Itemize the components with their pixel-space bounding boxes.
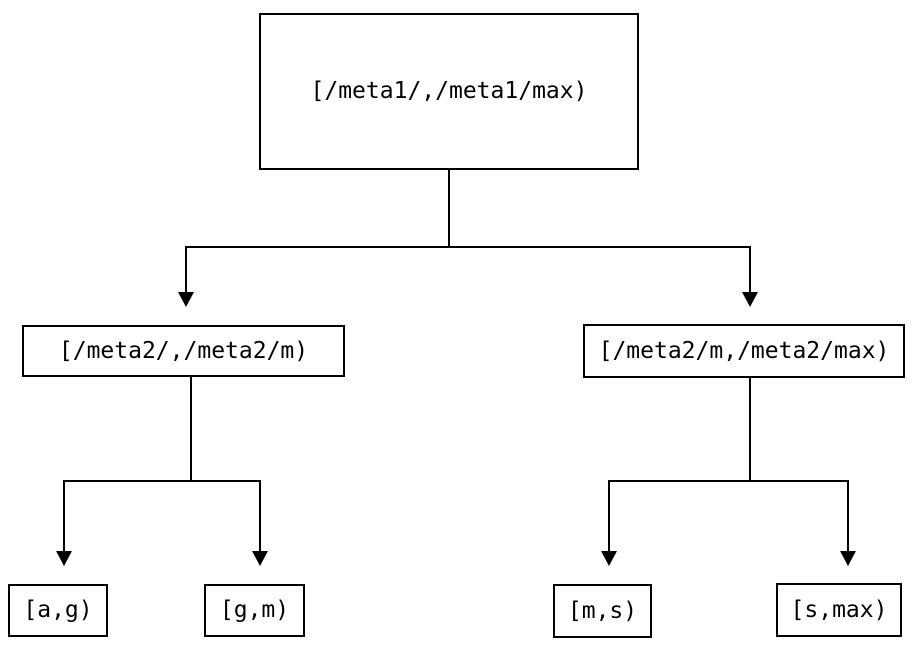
arrowhead-down-icon — [742, 292, 758, 307]
arrowhead-down-icon — [252, 551, 268, 566]
arrowhead-down-icon — [601, 551, 617, 566]
arrowhead-down-icon — [840, 551, 856, 566]
tree-node-meta2-right: [/meta2/m,/meta2/max) — [583, 324, 905, 378]
tree-node-root: [/meta1/,/meta1/max) — [259, 13, 639, 170]
tree-node-meta2-left: [/meta2/,/meta2/m) — [22, 325, 345, 377]
tree-node-leaf-ms: [m,s) — [553, 584, 652, 638]
tree-node-leaf-ag: [a,g) — [8, 584, 108, 637]
tree-node-leaf-gm: [g,m) — [204, 584, 305, 637]
arrowhead-down-icon — [56, 551, 72, 566]
tree-node-leaf-smax: [s,max) — [776, 583, 902, 637]
arrowhead-down-icon — [178, 292, 194, 307]
